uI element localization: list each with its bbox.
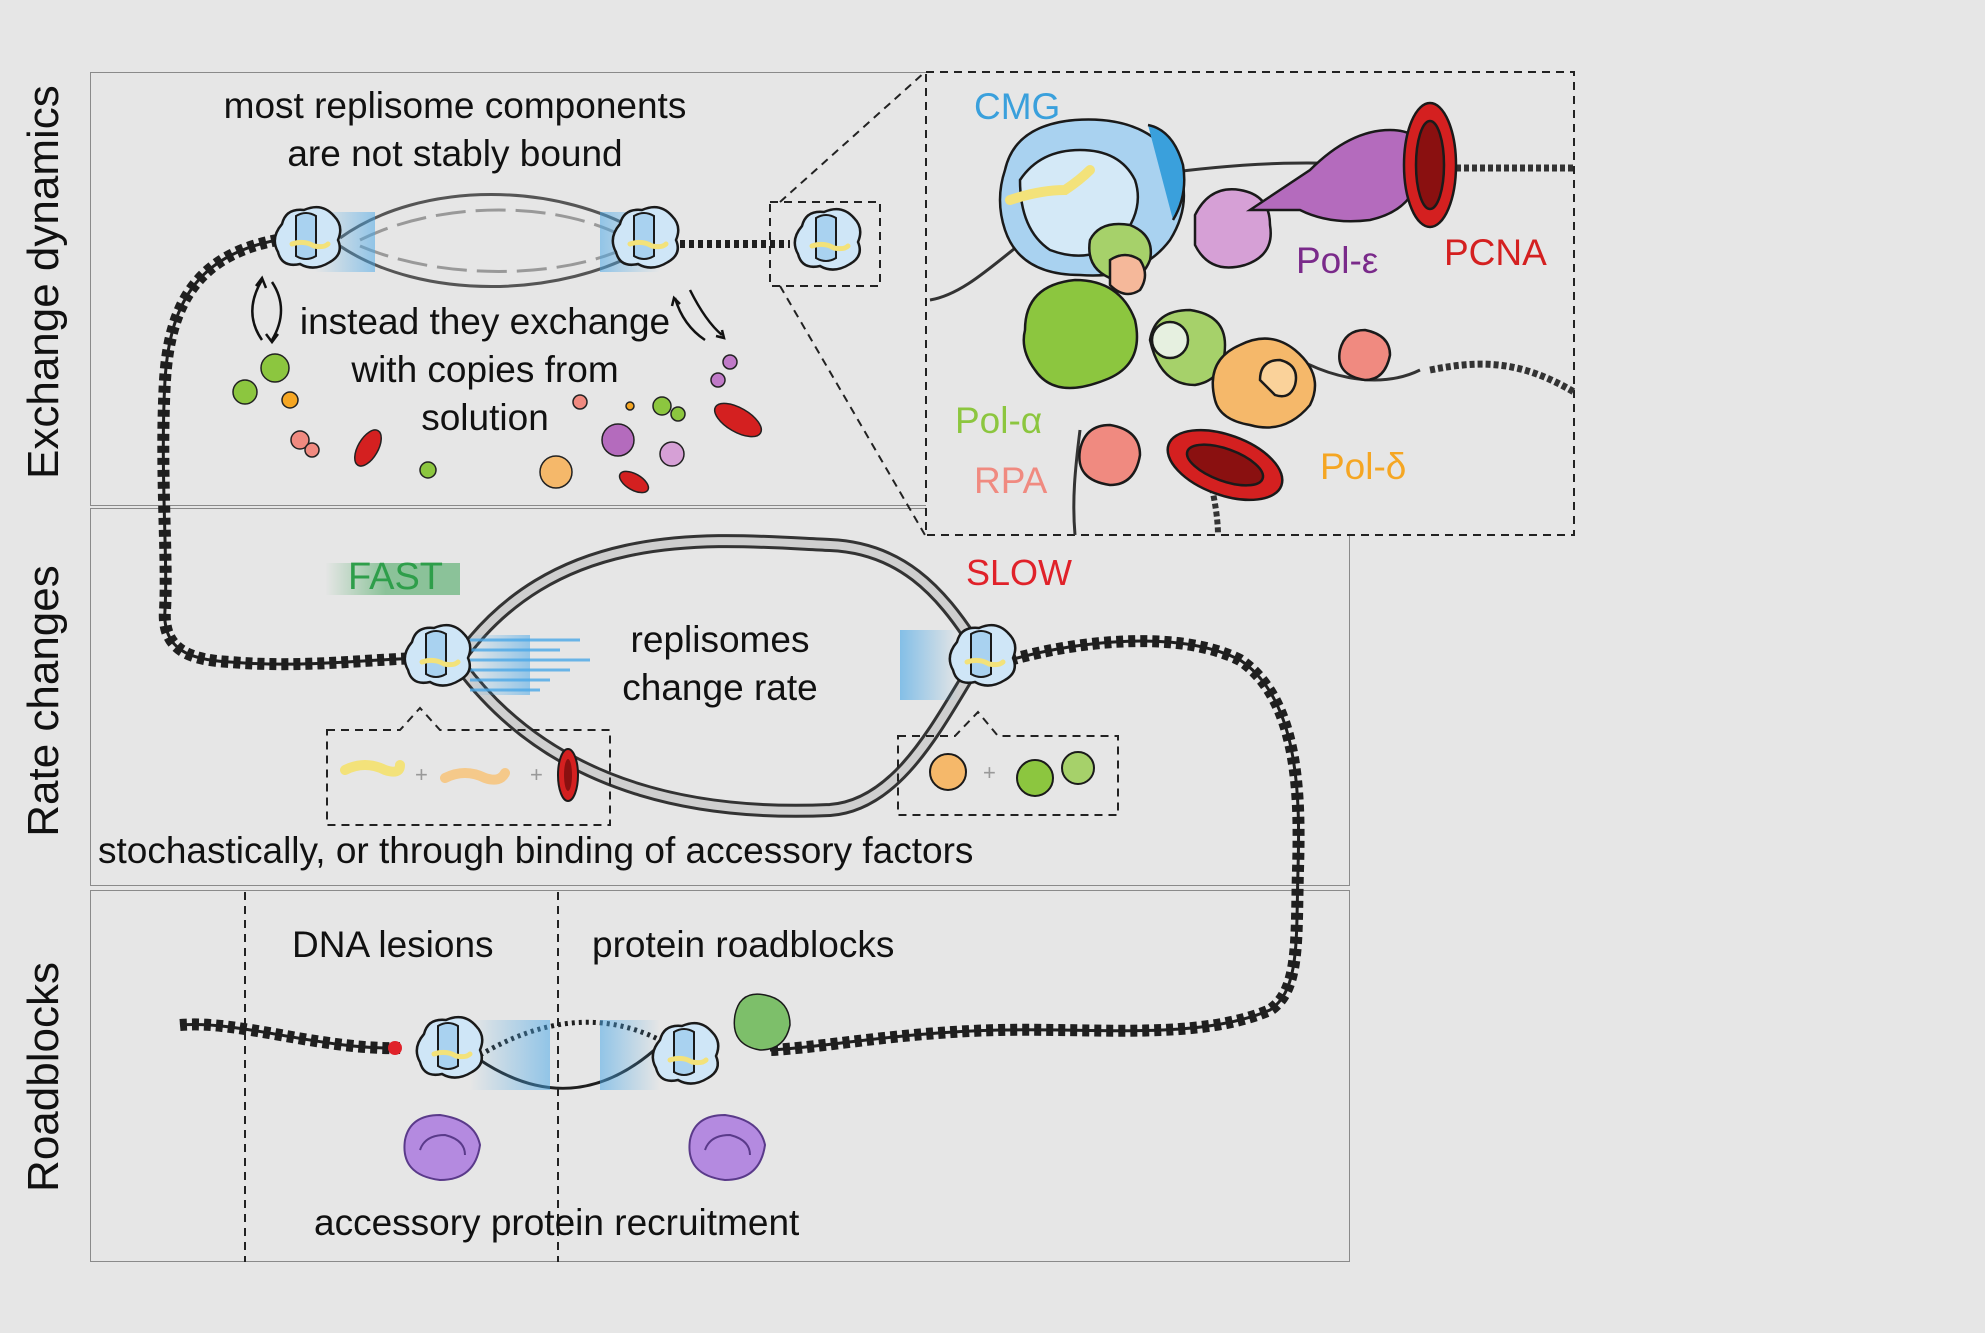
label-cmg: CMG xyxy=(974,86,1061,127)
exchange-body-line2: with copies from xyxy=(351,349,619,390)
pcna-bottom xyxy=(1166,428,1284,502)
label-fast: FAST xyxy=(348,556,444,598)
exchange-arrows-left xyxy=(251,275,283,345)
svg-text:+: + xyxy=(983,760,996,785)
rate-center-line2: change rate xyxy=(622,667,818,708)
dna-strand-left-loop xyxy=(157,232,421,671)
replisome-icon xyxy=(950,625,1015,685)
replisome-icon xyxy=(613,207,678,267)
rate-caption: stochastically, or through binding of ac… xyxy=(98,830,974,871)
label-rpa: RPA xyxy=(974,460,1048,501)
svg-text:+: + xyxy=(530,762,543,787)
free-proteins-solution xyxy=(232,353,763,494)
replisome-icon xyxy=(795,209,860,269)
pcna-top xyxy=(1402,101,1458,229)
panel-rate-changes xyxy=(90,508,1350,886)
exchange-body-line3: solution xyxy=(421,397,549,438)
label-pcna: PCNA xyxy=(1444,232,1547,273)
replisome-icon xyxy=(653,1023,718,1083)
replisome-icon xyxy=(405,625,470,685)
rate-replication-bubble xyxy=(454,534,981,818)
protein-roadblock xyxy=(733,993,791,1051)
dna-strand-right-loop xyxy=(769,635,1305,1056)
label-pol-alpha: Pol-α xyxy=(955,400,1043,441)
pol-epsilon-complex xyxy=(1193,128,1424,269)
rpa-complex xyxy=(1078,253,1392,487)
exchange-body-line1: instead they exchange xyxy=(299,301,671,342)
label-protein-roadblocks: protein roadblocks xyxy=(592,924,895,965)
pol-delta-complex xyxy=(1211,337,1317,429)
label-slow: SLOW xyxy=(966,552,1073,593)
exchange-title-line1: most replisome components xyxy=(223,85,687,126)
label-pol-delta: Pol-δ xyxy=(1320,446,1407,487)
svg-text:+: + xyxy=(415,762,428,787)
exchange-title-line2: are not stably bound xyxy=(287,133,623,174)
callout-slow-factors: + xyxy=(897,710,1119,816)
exchange-arrows-right xyxy=(670,289,726,342)
fast-gradient xyxy=(325,563,460,595)
accessory-protein-right xyxy=(688,1113,767,1182)
label-dna-lesions: DNA lesions xyxy=(292,924,494,965)
dna-lesion-marker xyxy=(388,1041,402,1055)
accessory-protein-left xyxy=(403,1113,482,1182)
roadblocks-caption: accessory protein recruitment xyxy=(314,1202,800,1243)
replisome-icon xyxy=(275,207,340,267)
replisome-icon xyxy=(417,1017,482,1077)
label-pol-epsilon: Pol-ε xyxy=(1296,240,1379,281)
panel-roadblocks xyxy=(90,890,1350,1262)
callout-fast-factors: + + xyxy=(326,706,611,826)
rate-center-line1: replisomes xyxy=(630,619,810,660)
